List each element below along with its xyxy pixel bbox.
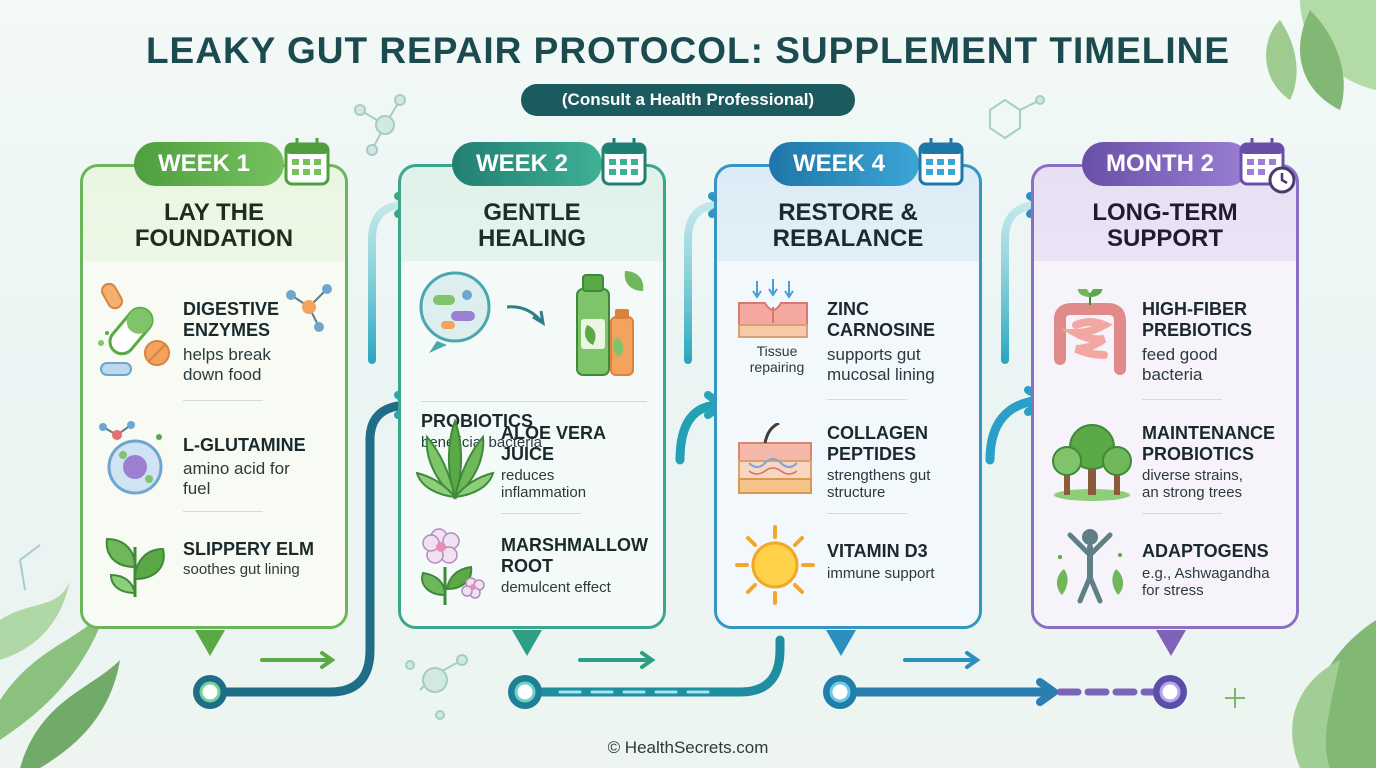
stage-heading: GENTLE HEALING: [478, 199, 586, 252]
stage-heading: RESTORE & REBALANCE: [772, 199, 924, 252]
forward-arrows: [260, 651, 981, 669]
stage-heading: LONG-TERM SUPPORT: [1092, 199, 1238, 252]
supplement-name: L-GLUTAMINE: [183, 435, 306, 455]
supplement-name: MAINTENANCE PROBIOTICS: [1142, 423, 1275, 464]
supplement-description: immune support: [827, 565, 935, 582]
supplement-description: helps break down food: [183, 345, 271, 384]
leaf-decoration-bottom-left: [0, 580, 120, 768]
calendar-icon: [284, 138, 330, 186]
supplement-name: SLIPPERY ELM: [183, 539, 315, 559]
supplement-description: feed good bacteria: [1142, 345, 1218, 384]
stage-heading: LAY THE FOUNDATION: [134, 199, 294, 252]
capsules-icon: [98, 283, 170, 376]
divider: [421, 401, 647, 402]
divider: [827, 399, 907, 400]
sparkle-decoration: [1225, 688, 1245, 708]
bacteria-bottle-icon: [419, 271, 644, 376]
calendar-clock-icon: [1239, 138, 1296, 194]
divider: [1142, 513, 1222, 514]
supplement-description: demulcent effect: [501, 579, 611, 596]
supplement-name: PROBIOTICS: [421, 411, 534, 431]
supplement-name: VITAMIN D3: [827, 541, 928, 561]
supplement-description: amino acid for fuel: [183, 459, 290, 498]
intestine-icon: [1054, 289, 1126, 375]
page-subtitle: (Consult a Health Professional): [521, 84, 855, 116]
divider: [183, 511, 263, 512]
person-icon: [1056, 529, 1124, 604]
stage-card-week-1: LAY THE FOUNDATION DIGESTIVE ENZYMES hel…: [80, 164, 348, 629]
supplement-name: MARSHMALLOW ROOT: [501, 535, 648, 576]
supplement-name: ALOE VERA JUICE: [501, 423, 607, 464]
supplement-description: reduces inflammation: [501, 467, 587, 501]
tissue-icon: [738, 279, 808, 338]
stage-label-month-2: MONTH 2: [1082, 142, 1250, 186]
supplement-description: e.g., Ashwagandha for stress: [1142, 565, 1270, 599]
card-pointers: [195, 630, 1186, 656]
stage-label-week-4: WEEK 4: [769, 142, 919, 186]
supplement-description: diverse strains, an strong trees: [1142, 467, 1243, 501]
stage-card-week-4: RESTORE & REBALANCE Tissue repairing ZIN…: [714, 164, 982, 629]
cell-molecule-icon: [99, 421, 163, 495]
divider: [183, 400, 263, 401]
divider: [501, 513, 581, 514]
footer-credit: © HealthSecrets.com: [607, 738, 769, 757]
supplement-description: soothes gut lining: [183, 561, 300, 578]
stage-label-week-2: WEEK 2: [452, 142, 602, 186]
molecule-icon: [286, 284, 332, 332]
leaf-icon: [105, 537, 165, 597]
stage-label-week-1: WEEK 1: [134, 142, 284, 186]
flower-icon: [421, 528, 485, 605]
sun-icon: [735, 525, 815, 605]
leaf-decoration-bottom-right: [1292, 620, 1376, 768]
divider: [827, 513, 907, 514]
timeline-path: [205, 201, 1164, 697]
calendar-icon: [601, 138, 647, 186]
supplement-description: supports gut mucosal lining: [827, 345, 935, 384]
molecule-decoration: [19, 94, 1045, 720]
supplement-name: ZINC CARNOSINE: [827, 299, 936, 340]
supplement-description: strengthens gut structure: [827, 467, 931, 501]
skin-layer-icon: [738, 423, 812, 494]
icon-caption: Tissue repairing: [749, 343, 805, 375]
page-title: LEAKY GUT REPAIR PROTOCOL: SUPPLEMENT TI…: [145, 30, 1231, 71]
calendar-icon: [918, 138, 964, 186]
supplement-name: COLLAGEN PEPTIDES: [827, 423, 928, 464]
supplement-name: HIGH-FIBER PREBIOTICS: [1142, 299, 1253, 340]
divider: [1142, 399, 1222, 400]
timeline-nodes: [193, 675, 1187, 709]
supplement-name: ADAPTOGENS: [1142, 541, 1269, 561]
supplement-name: DIGESTIVE ENZYMES: [183, 299, 280, 340]
leaf-decoration-top-right: [1266, 0, 1376, 110]
trees-icon: [1052, 424, 1132, 501]
stage-card-month-2: LONG-TERM SUPPORT HIGH-FIBER PREBIOTICS …: [1031, 164, 1299, 629]
stage-card-week-2: GENTLE HEALING PROBIOTICS beneficial bac…: [398, 164, 666, 629]
aloe-icon: [415, 418, 495, 501]
